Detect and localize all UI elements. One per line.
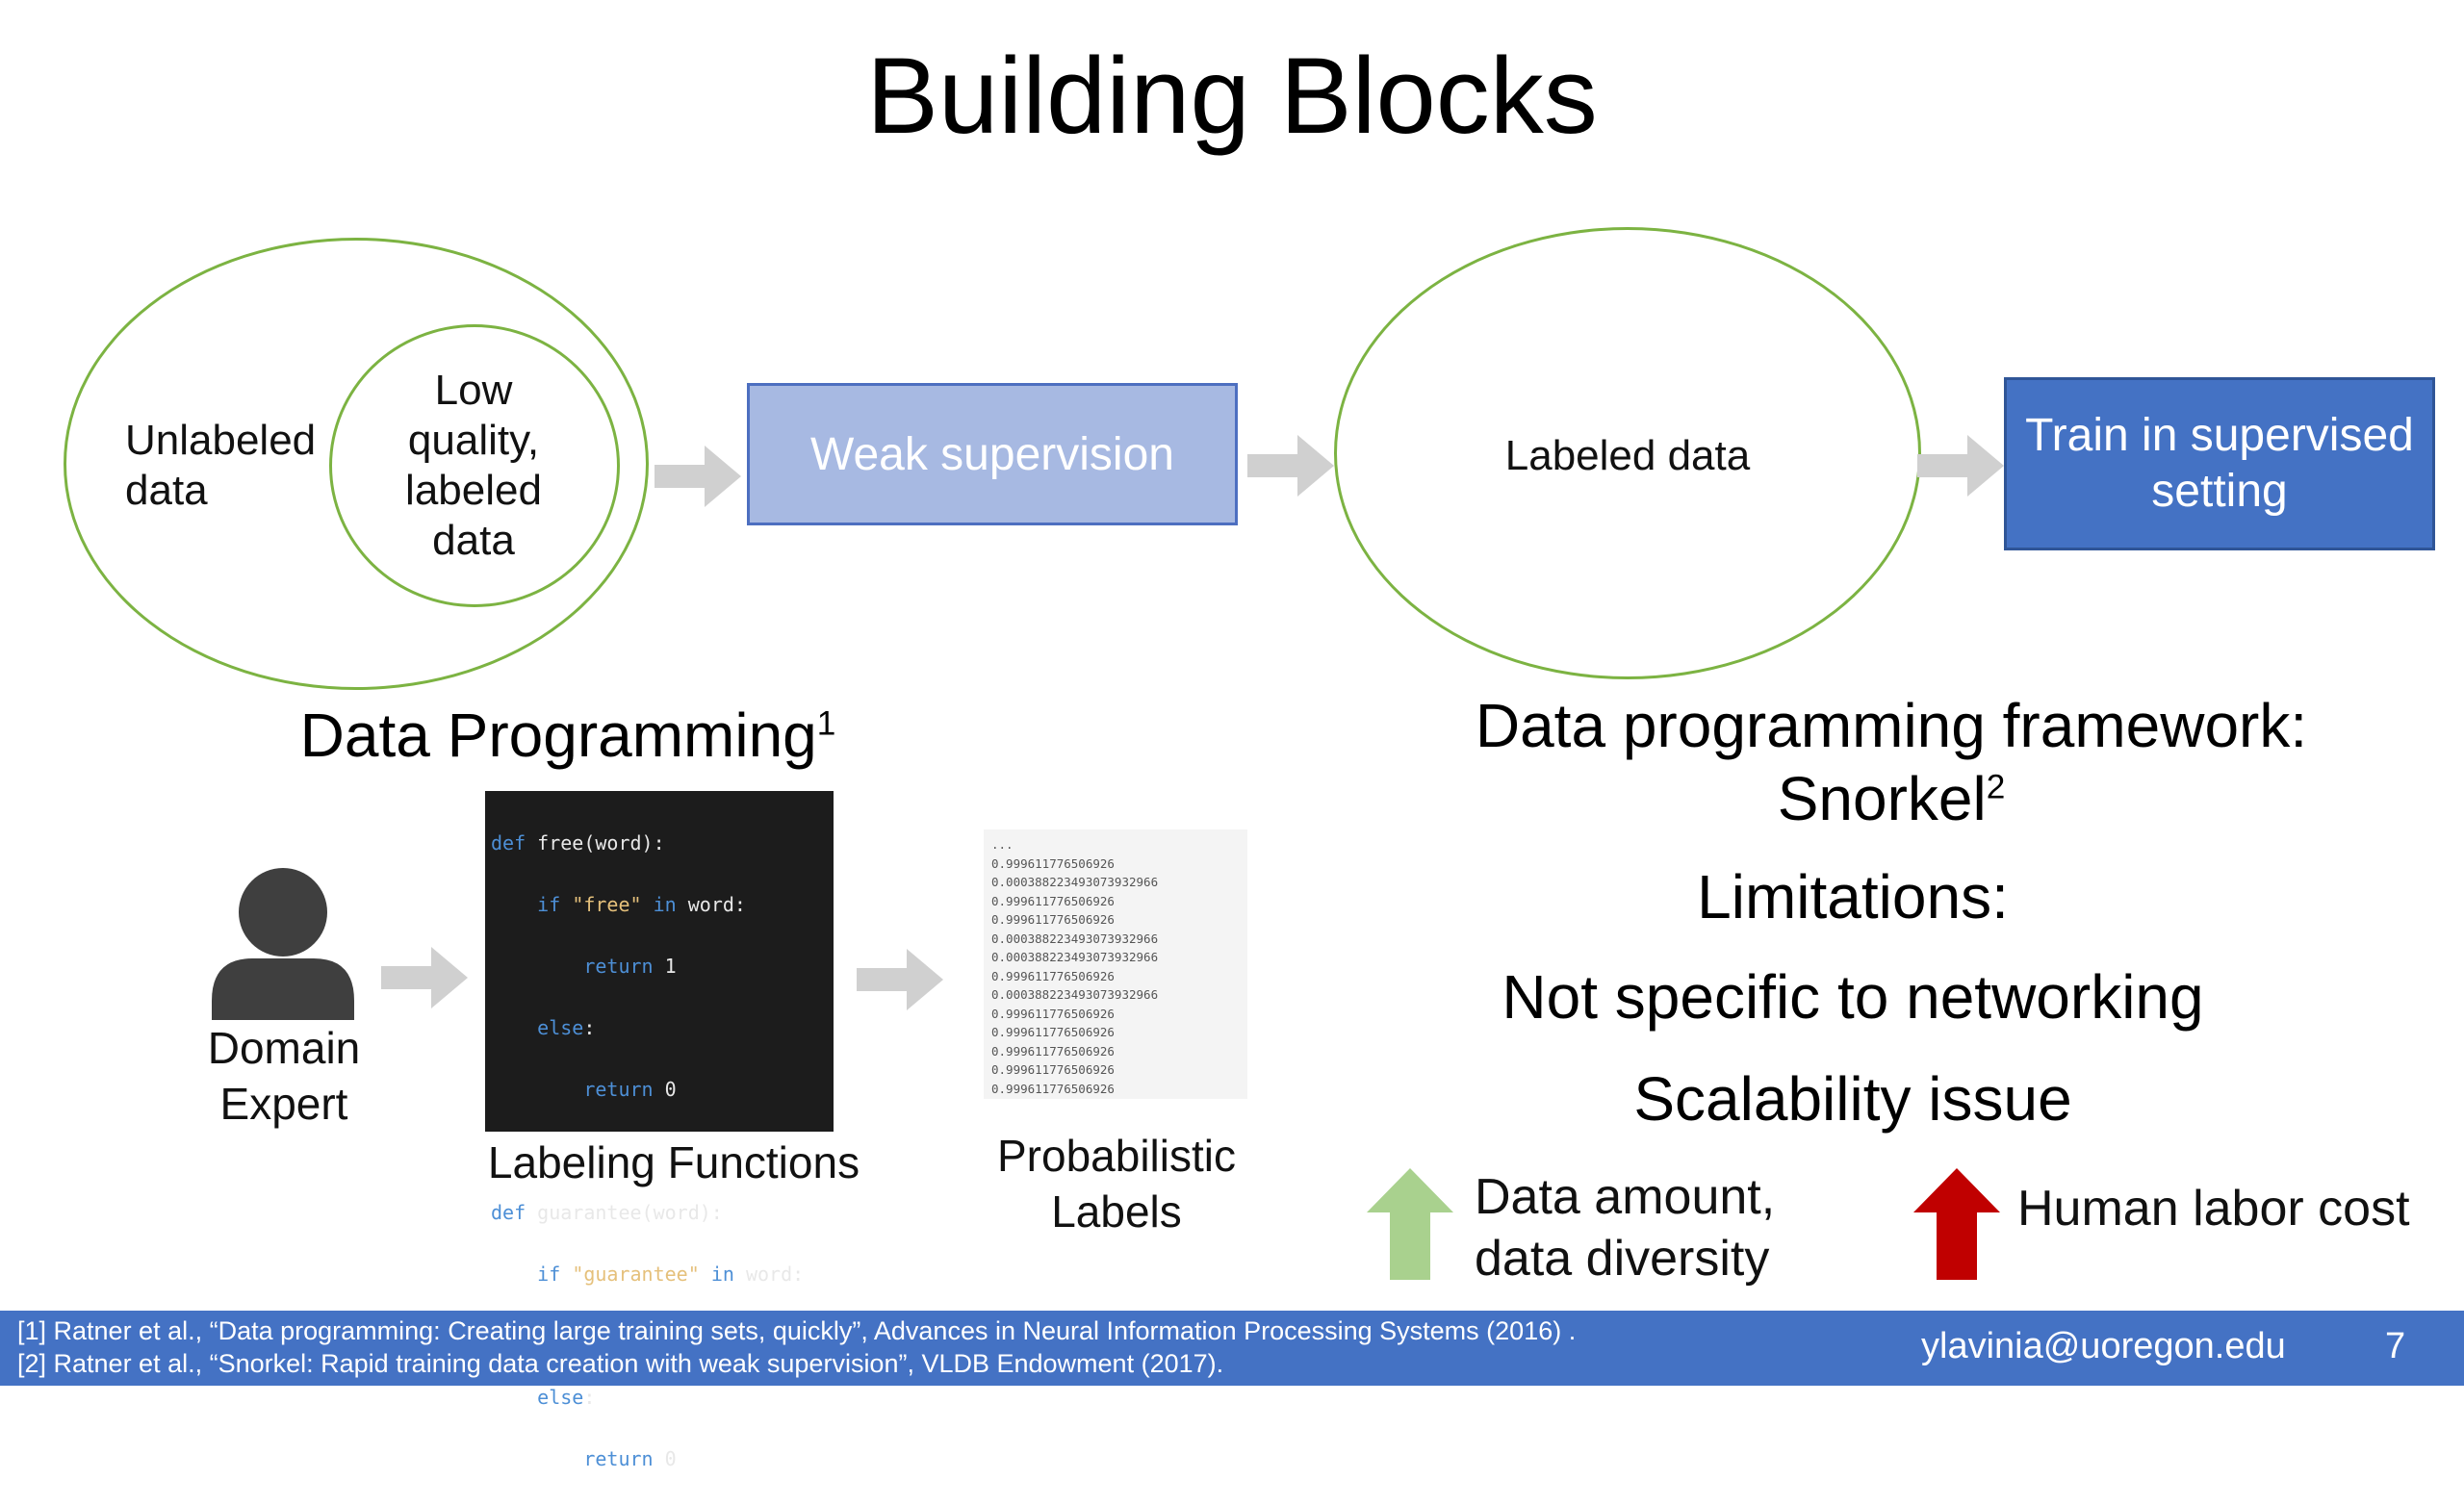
snorkel-heading: Data programming framework: Snorkel2 [1424,689,2358,835]
up-arrow-icon [1367,1168,1453,1280]
prob-value: 0.999611776506926 [991,1081,1115,1096]
code-line: return 1 [583,955,677,978]
prob-value: 0.000388223493073932966 [991,987,1159,1002]
code-line: else: [537,1386,596,1409]
page-number: 7 [2385,1326,2406,1366]
prob-value: 0.000388223493073932966 [991,950,1159,964]
flow-arrow-icon [654,446,741,507]
limitation-not-specific: Not specific to networking [1502,962,2204,1032]
data-programming-title: Data Programming [299,701,817,770]
snorkel-name: Snorkel [1777,764,1987,833]
code-line: else: [537,1016,596,1039]
train-line1: Train in supervised [2025,410,2414,461]
low-quality-line2: quality, [407,417,540,464]
labeling-functions-caption: Labeling Functions [487,1137,860,1187]
weak-supervision-label: Weak supervision [810,428,1174,480]
weak-supervision-box: Weak supervision [747,383,1238,525]
person-icon [212,868,354,1020]
snorkel-heading-line1: Data programming framework: [1475,691,2308,760]
code-line: return 0 [583,1447,677,1470]
code-line: if "guarantee" in word: [537,1263,805,1286]
probabilistic-line1: Probabilistic [997,1131,1236,1181]
ref-mark-1: 1 [816,704,836,743]
code-line: def guarantee(word): [491,1201,723,1224]
unlabeled-line1: Unlabeled [125,417,317,464]
flow-arrow-icon [1917,435,2004,497]
snorkel-heading-line2: Snorkel2 [1424,762,2358,835]
prob-value: 0.000388223493073932966 [991,931,1159,946]
reference-1: [1] Ratner et al., “Data programming: Cr… [17,1316,1577,1345]
author-email: ylavinia@uoregon.edu [1921,1326,2286,1366]
prob-value: 0.999611776506926 [991,1062,1115,1077]
code-line: def free(word): [491,831,665,855]
reference-2: [2] Ratner et al., “Snorkel: Rapid train… [17,1349,1224,1378]
unlabeled-data-ellipse [64,238,649,690]
limitation-scalability: Scalability issue [1633,1064,2072,1134]
train-line2: setting [2151,466,2288,517]
human-labor-cost-label: Human labor cost [2017,1181,2410,1237]
domain-expert-label: Domain Expert [164,1020,404,1132]
probabilistic-line2: Labels [1051,1186,1182,1237]
domain-expert-line1: Domain [207,1023,361,1073]
code-line: return 0 [583,1078,677,1101]
low-quality-line1: Low [434,367,513,414]
prob-value: ... [991,837,1014,852]
flow-arrow-icon [857,949,943,1010]
prob-value: 0.999611776506926 [991,893,1115,908]
prob-value: 0.999611776506926 [991,1006,1115,1021]
low-quality-data-label: Low quality, labeled data [358,366,589,566]
low-quality-line4: data [432,517,515,564]
probabilistic-labels-caption: Probabilistic Labels [943,1128,1290,1239]
unlabeled-data-label: Unlabeled data [125,416,316,516]
labeled-data-ellipse [1334,227,1921,679]
prob-value: 0.999611776506926 [991,912,1115,927]
labeling-functions-code: def free(word): if "free" in word: retur… [485,791,834,1470]
slide-title: Building Blocks [866,36,1598,156]
flow-arrow-icon [1247,435,1334,497]
prob-value: 0.999611776506926 [991,1043,1115,1059]
train-supervised-box: Train in supervised setting [2004,377,2435,550]
footer-bar: [1] Ratner et al., “Data programming: Cr… [0,1311,2464,1386]
unlabeled-line2: data [125,467,208,514]
up-arrow-red-icon [1913,1168,2000,1280]
limitations-heading: Limitations: [1697,862,2009,931]
data-amount-label: Data amount, data diversity [1475,1166,1775,1289]
ref-mark-2: 2 [1986,768,2006,806]
code-line: if "free" in word: [537,893,746,916]
prob-value: 0.000388223493073932966 [991,875,1159,889]
prob-value: 0.999611776506926 [991,968,1115,983]
probabilistic-labels-output: ... 0.999611776506926 0.0003882234930739… [984,829,1247,1099]
prob-value: 0.999611776506926 [991,855,1115,871]
labeled-data-label: Labeled data [1504,432,1751,479]
low-quality-data-ellipse [329,324,620,607]
low-quality-line3: labeled [405,467,542,514]
data-amount-line1: Data amount, [1475,1169,1776,1225]
data-programming-heading: Data Programming1 [279,699,857,772]
domain-expert-line2: Expert [219,1079,348,1129]
flow-arrow-icon [381,947,468,1008]
data-amount-line2: data diversity [1475,1231,1770,1287]
prob-value: 0.999611776506926 [991,1025,1115,1039]
